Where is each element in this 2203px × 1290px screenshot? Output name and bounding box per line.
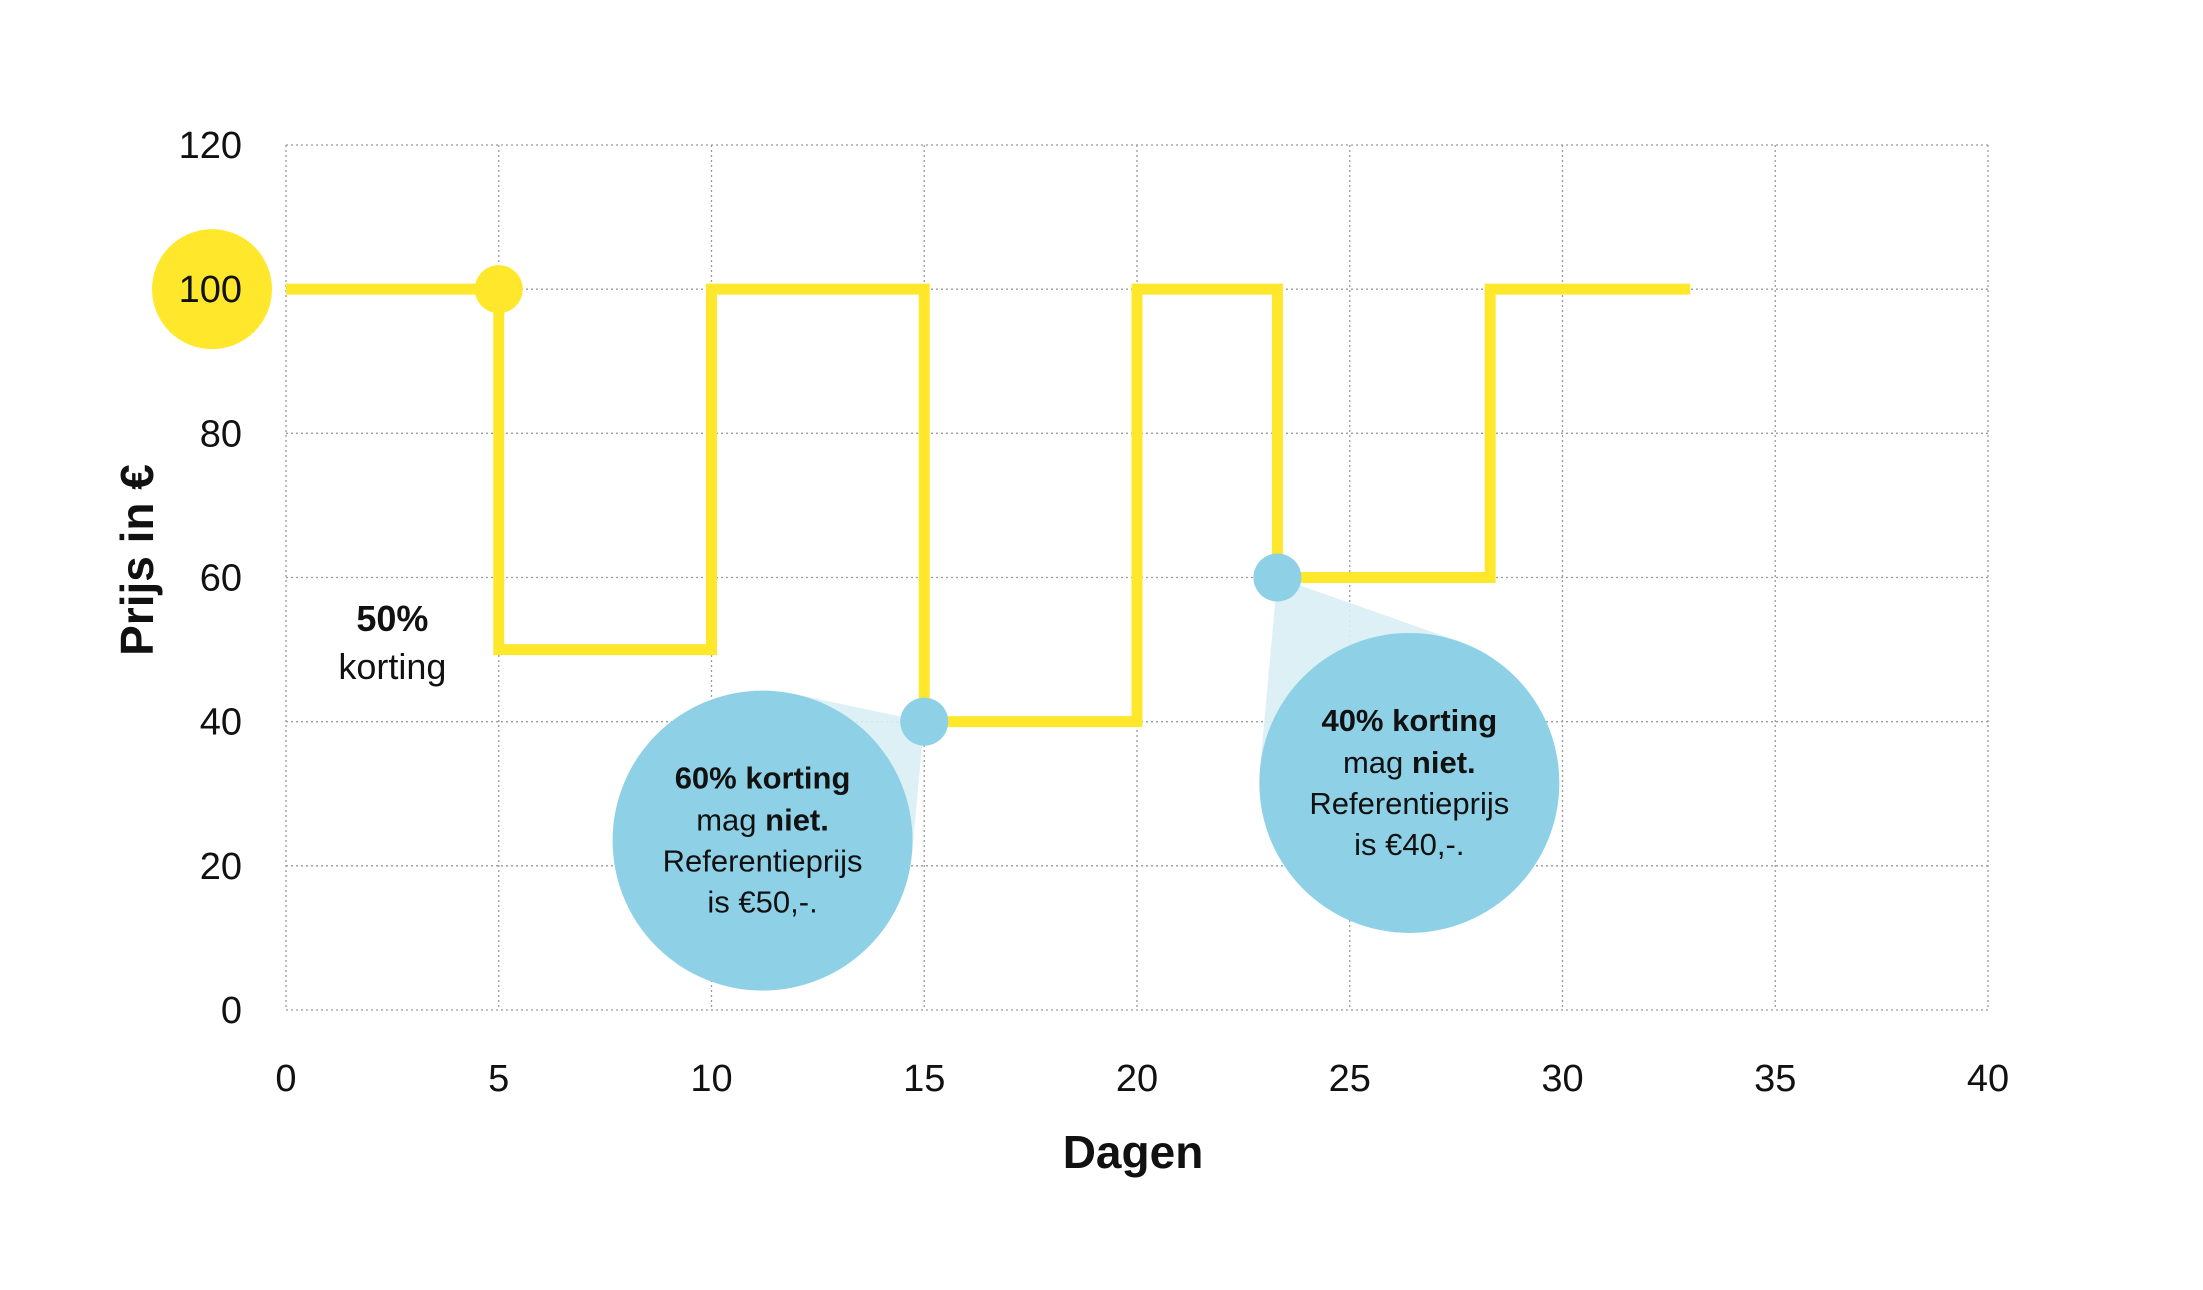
marker-yellow: [474, 265, 523, 314]
y-tick-label: 120: [179, 125, 242, 167]
bubble-60-line4: is €50,-.: [707, 885, 817, 920]
marker-blue: [900, 697, 949, 746]
bubble-60-line2a: mag: [696, 803, 765, 838]
y-tick-label: 100: [179, 269, 242, 311]
bubble-40-line3: Referentieprijs: [1309, 786, 1509, 821]
bubble-60-line2: mag niet.: [696, 803, 829, 838]
x-tick-label: 5: [488, 1058, 509, 1100]
x-tick-label: 15: [903, 1058, 945, 1100]
x-tick-label: 20: [1116, 1058, 1158, 1100]
price-step-line: [286, 283, 1691, 728]
x-tick-label: 0: [275, 1058, 296, 1100]
y-tick-label: 80: [200, 413, 242, 455]
bubble-60-line3: Referentieprijs: [663, 844, 863, 879]
marker-blue: [1253, 553, 1302, 602]
bubble-40-circle: [1259, 632, 1560, 933]
y-tick-label: 0: [221, 990, 242, 1032]
tick-labels: 0 5 10 15 20 25 30 35 40 0 20 40 60 80 100 120: [152, 125, 2009, 1100]
korting-50-line1: 50%: [356, 598, 428, 639]
korting-50-line2: korting: [338, 646, 446, 687]
x-tick-label: 25: [1329, 1058, 1371, 1100]
bubble-40-text: 40% korting mag niet. Referentieprijs is…: [1309, 703, 1509, 862]
y-axis-title: Prijs in €: [111, 464, 163, 656]
bubble-60-line2b: niet.: [765, 803, 829, 838]
marker-layer: [474, 265, 1302, 746]
y-tick-highlight: [152, 229, 272, 350]
annotation-backgrounds: [612, 577, 1560, 991]
y-tick-label: 60: [200, 558, 242, 600]
series-layer: [286, 283, 1691, 728]
bubble-60-line1: 60% korting: [675, 761, 851, 796]
x-tick-label: 35: [1754, 1058, 1796, 1100]
bubble-60-text: 60% korting mag niet. Referentieprijs is…: [663, 761, 863, 920]
bubble-40-line1: 40% korting: [1321, 703, 1497, 738]
x-tick-label: 10: [690, 1058, 732, 1100]
bubble-40-line2a: mag: [1343, 745, 1412, 780]
bubble-40-line2: mag niet.: [1343, 745, 1476, 780]
x-axis-title: Dagen: [1063, 1126, 1204, 1178]
bubble-60-circle: [612, 690, 913, 991]
y-tick-label: 40: [200, 702, 242, 744]
y-tick-label: 20: [200, 846, 242, 888]
bubble-40-line4: is €40,-.: [1354, 827, 1464, 862]
x-tick-label: 40: [1967, 1058, 2009, 1100]
x-tick-label: 30: [1541, 1058, 1583, 1100]
bubble-40-line2b: niet.: [1412, 745, 1476, 780]
